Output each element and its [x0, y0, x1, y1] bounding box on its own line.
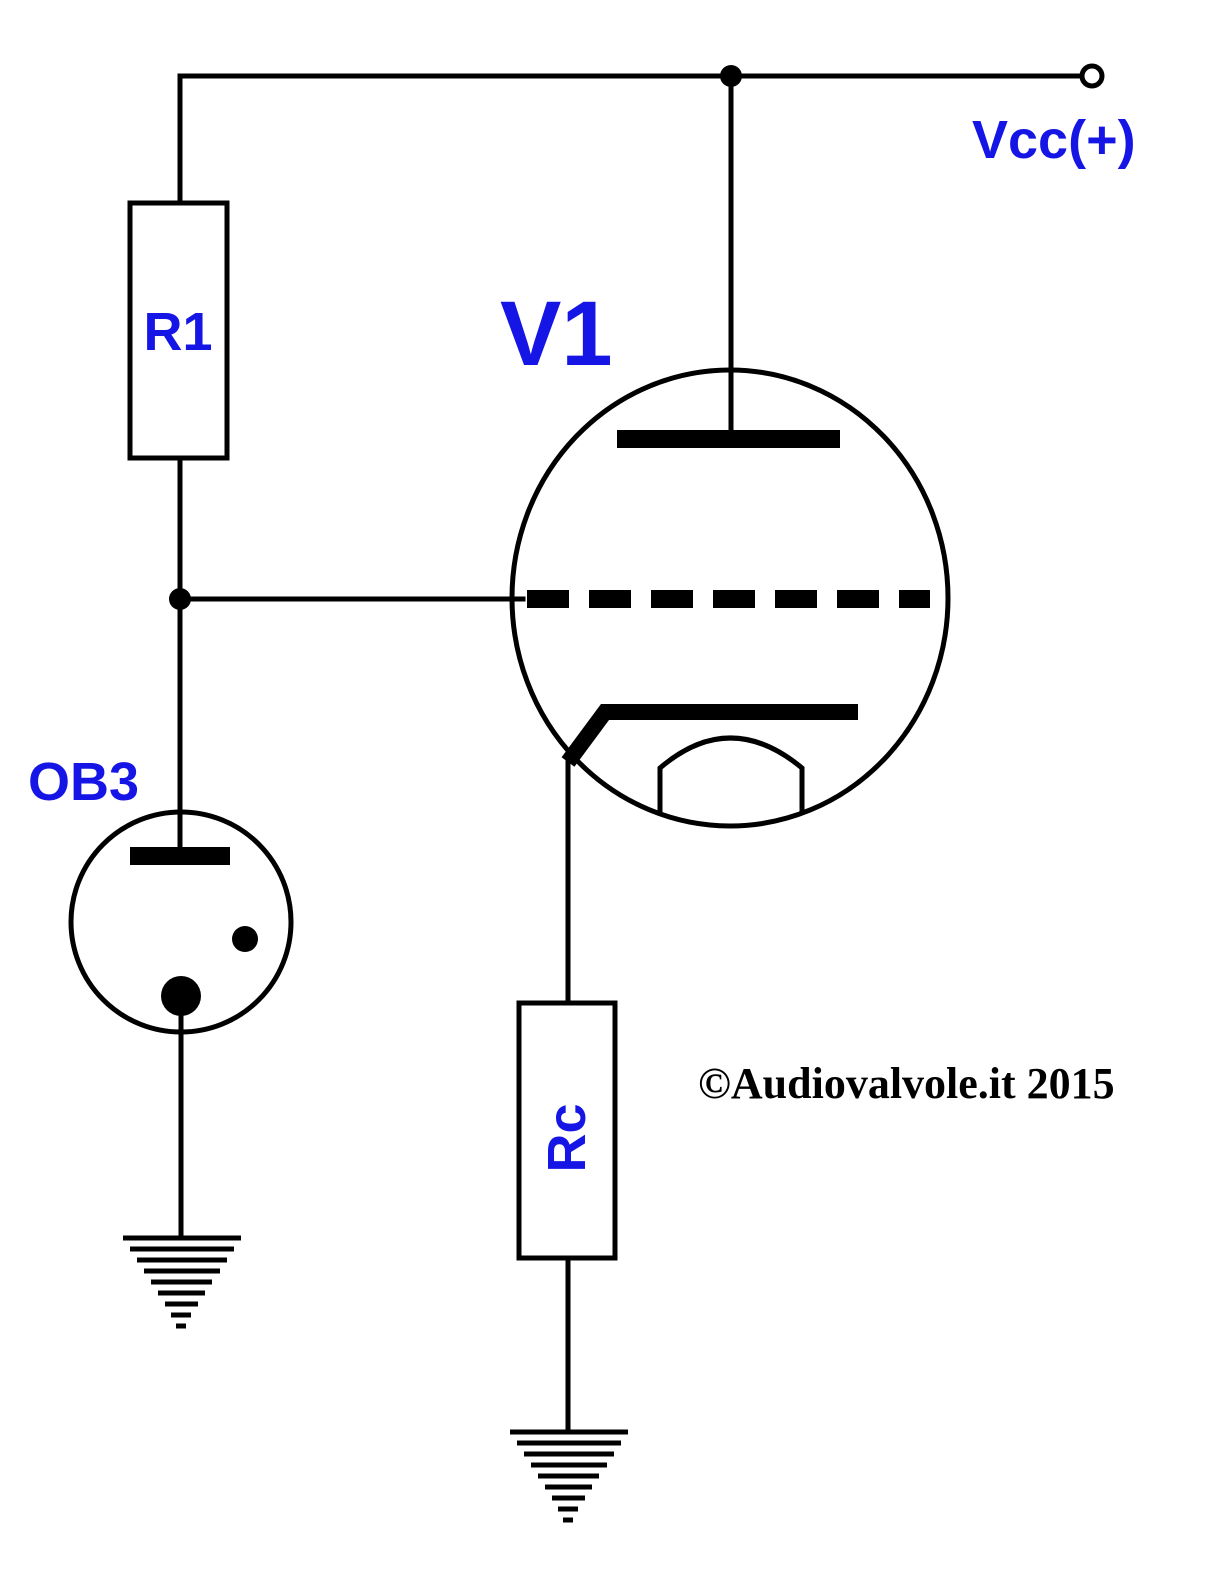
triode-v1: [509, 73, 951, 829]
tube-envelope: [509, 367, 951, 829]
vcc-label: Vcc(+): [972, 110, 1136, 170]
ob3-label: OB3: [28, 752, 139, 812]
supply-rail: [177, 63, 1105, 203]
v1-label: V1: [500, 283, 613, 385]
r1-label: R1: [143, 302, 212, 362]
ground-symbol-left: [123, 1235, 241, 1329]
grid-junction-node: [169, 588, 191, 610]
left-branch-wire: [169, 455, 526, 849]
heater-filament: [657, 735, 805, 812]
vcc-terminal: [1079, 63, 1105, 89]
resistor-r1: [127, 200, 230, 461]
cathode: [561, 704, 858, 767]
ground-symbol-right: [510, 1429, 628, 1523]
rc-label: Rc: [537, 1103, 597, 1172]
copyright-text: ©Audiovalvole.it 2015: [698, 1059, 1115, 1108]
ob3-small-dot: [232, 926, 258, 952]
